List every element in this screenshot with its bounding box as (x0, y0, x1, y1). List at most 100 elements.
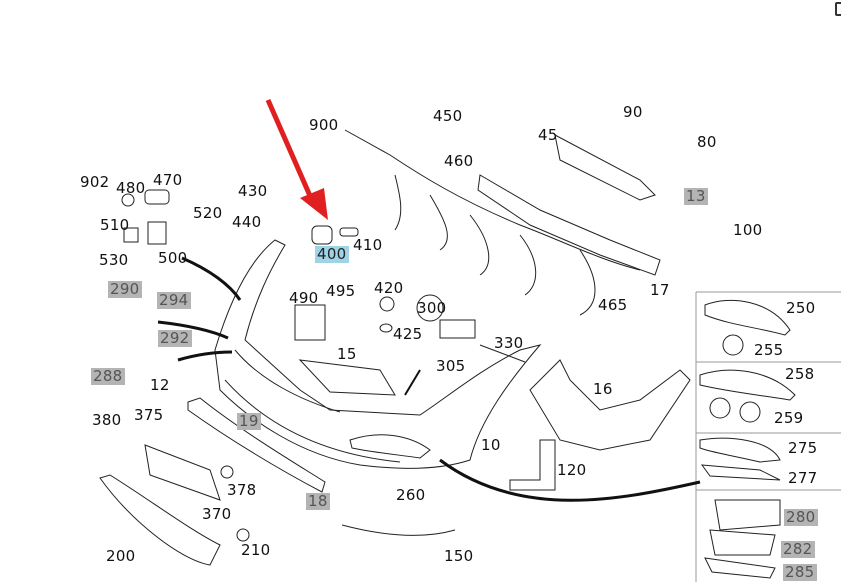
label-500: 500 (158, 249, 188, 267)
label-510: 510 (100, 216, 130, 234)
label-530: 530 (99, 251, 129, 269)
part-490 (294, 304, 326, 341)
part-255 (722, 334, 744, 356)
callout-arrow-300 (404, 369, 421, 396)
label-370: 370 (202, 505, 232, 523)
label-17: 17 (650, 281, 670, 299)
plate-370 (144, 444, 221, 501)
label-430: 430 (238, 182, 268, 200)
bracket-16 (529, 359, 691, 451)
label-15: 15 (337, 345, 357, 363)
upper-support (477, 174, 661, 276)
part-400 (311, 225, 333, 245)
part-500 (147, 221, 167, 245)
label-375: 375 (134, 406, 164, 424)
label-420: 420 (374, 279, 404, 297)
label-90: 90 (623, 103, 643, 121)
label-902: 902 (80, 173, 110, 191)
part-330 (479, 344, 526, 363)
label-495: 495 (326, 282, 356, 300)
strip-150 (341, 524, 456, 536)
part-259a (709, 397, 731, 419)
label-282: 282 (781, 540, 815, 558)
fog-opening (349, 434, 431, 459)
label-12: 12 (150, 376, 170, 394)
label-465: 465 (598, 296, 628, 314)
label-450: 450 (433, 107, 463, 125)
label-292: 292 (158, 329, 192, 347)
label-520: 520 (193, 204, 223, 222)
part-410 (339, 227, 359, 237)
strip-18 (187, 397, 326, 493)
bumper-inner-line (234, 349, 341, 413)
corner-icon[interactable] (835, 2, 841, 16)
label-490: 490 (289, 289, 319, 307)
part-480 (121, 193, 135, 207)
part-210 (236, 528, 250, 542)
grille-200 (99, 474, 221, 566)
bumper-grille-opening (298, 359, 396, 396)
label-80: 80 (697, 133, 717, 151)
callout-arrow-12 (177, 350, 233, 362)
label-150: 150 (444, 547, 474, 565)
red-highlight-arrow (265, 98, 328, 220)
label-16: 16 (593, 380, 613, 398)
callout-arrow-fog (439, 458, 701, 502)
label-250: 250 (786, 299, 816, 317)
label-305: 305 (436, 357, 466, 375)
label-259: 259 (774, 409, 804, 427)
label-45: 45 (538, 126, 558, 144)
label-440: 440 (232, 213, 262, 231)
label-200: 200 (106, 547, 136, 565)
label-10: 10 (481, 436, 501, 454)
label-460: 460 (444, 152, 474, 170)
grille-280 (714, 499, 781, 531)
part-470 (144, 189, 170, 205)
callout-arrow-292 (157, 320, 229, 340)
label-378: 378 (227, 481, 257, 499)
callout-arrow-500 (181, 256, 242, 301)
label-300: 300 (417, 299, 447, 317)
label-100: 100 (733, 221, 763, 239)
grille-282 (709, 529, 776, 556)
label-400: 400 (315, 245, 349, 263)
label-470: 470 (153, 171, 183, 189)
part-300-circle (416, 294, 444, 322)
label-258: 258 (785, 365, 815, 383)
bracket-120 (509, 439, 556, 491)
part-300 (439, 319, 476, 339)
label-290: 290 (108, 280, 142, 298)
label-410: 410 (353, 236, 383, 254)
label-380: 380 (92, 411, 122, 429)
label-285: 285 (783, 563, 817, 581)
part-420 (379, 296, 395, 312)
label-13: 13 (684, 187, 708, 205)
label-260: 260 (396, 486, 426, 504)
grille-258 (699, 369, 796, 401)
bumper-cover (214, 239, 542, 469)
label-330: 330 (494, 334, 524, 352)
label-425: 425 (393, 325, 423, 343)
label-18: 18 (306, 492, 330, 510)
part-259b (739, 401, 761, 423)
label-19: 19 (237, 412, 261, 430)
label-277: 277 (788, 469, 818, 487)
label-120: 120 (557, 461, 587, 479)
wiring-harness (344, 129, 641, 271)
label-294: 294 (157, 291, 191, 309)
strip-277 (700, 464, 781, 481)
label-210: 210 (241, 541, 271, 559)
part-425 (379, 323, 393, 333)
grille-250 (704, 299, 791, 336)
label-288: 288 (91, 367, 125, 385)
label-255: 255 (754, 341, 784, 359)
grille-275 (699, 437, 781, 463)
strip-285 (704, 557, 776, 579)
part-510 (123, 227, 139, 243)
label-275: 275 (788, 439, 818, 457)
part-45 (554, 134, 656, 201)
label-480: 480 (116, 179, 146, 197)
bumper-lower-lip (224, 379, 401, 463)
part-378 (220, 465, 234, 479)
panel-border (695, 291, 841, 582)
